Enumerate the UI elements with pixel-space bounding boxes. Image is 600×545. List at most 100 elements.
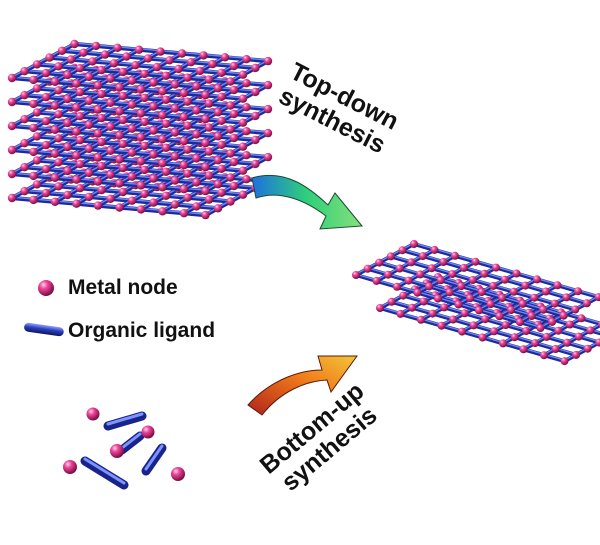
metal-node bbox=[192, 130, 201, 139]
metal-node bbox=[179, 89, 189, 98]
metal-node bbox=[242, 103, 251, 112]
metal-node bbox=[75, 63, 85, 73]
metal-node bbox=[50, 149, 60, 158]
metal-node bbox=[29, 75, 38, 85]
metal-node bbox=[417, 315, 425, 324]
metal-node bbox=[165, 56, 174, 65]
metal-node bbox=[20, 67, 29, 76]
metal-node bbox=[201, 210, 210, 220]
metal-node bbox=[565, 320, 574, 329]
metal-node bbox=[7, 121, 17, 131]
metal-node bbox=[201, 138, 210, 148]
metal-node bbox=[179, 137, 189, 146]
metal-node bbox=[32, 180, 42, 189]
metal-node bbox=[93, 153, 103, 162]
metal-node bbox=[136, 181, 146, 190]
metal-node bbox=[192, 202, 201, 211]
metal-node bbox=[583, 344, 592, 353]
ligand-highlight bbox=[120, 432, 142, 450]
metal-node bbox=[32, 132, 42, 141]
metal-node bbox=[586, 326, 595, 335]
metal-node bbox=[229, 133, 239, 143]
metal-node bbox=[7, 73, 17, 83]
metal-node bbox=[481, 315, 490, 324]
metal-node bbox=[41, 68, 51, 78]
metal-node bbox=[75, 88, 85, 97]
metal-node bbox=[50, 125, 60, 134]
metal-node bbox=[29, 99, 38, 109]
metal-node bbox=[91, 41, 101, 51]
metal-node bbox=[149, 78, 158, 87]
metal-node bbox=[238, 166, 248, 175]
metal-node bbox=[118, 163, 128, 173]
metal-node bbox=[501, 321, 510, 330]
free-metal-node bbox=[86, 407, 100, 421]
metal-node bbox=[553, 281, 562, 290]
metal-node bbox=[88, 57, 97, 66]
metal-node bbox=[84, 120, 94, 130]
metal-node bbox=[457, 282, 466, 291]
metal-node bbox=[477, 288, 486, 297]
legend-organic-ligand-icon bbox=[24, 322, 64, 337]
metal-node bbox=[192, 106, 201, 115]
metal-node bbox=[127, 196, 137, 205]
metal-node bbox=[93, 129, 103, 138]
metal-node bbox=[468, 276, 477, 284]
metal-node bbox=[263, 128, 273, 138]
metal-node bbox=[140, 117, 149, 127]
metal-node bbox=[20, 139, 29, 148]
metal-node bbox=[136, 157, 146, 166]
metal-node bbox=[399, 291, 408, 300]
metal-node bbox=[84, 96, 94, 106]
metal-node bbox=[398, 246, 407, 255]
metal-node bbox=[97, 113, 106, 123]
metal-node bbox=[41, 92, 51, 102]
metal-node bbox=[84, 144, 94, 154]
metal-node bbox=[140, 93, 149, 103]
metal-node bbox=[100, 50, 110, 59]
metal-node bbox=[63, 142, 72, 152]
metal-node bbox=[509, 287, 518, 296]
metal-node bbox=[451, 251, 459, 260]
metal-node bbox=[387, 297, 396, 306]
metal-node bbox=[226, 149, 235, 158]
metal-node bbox=[183, 169, 192, 178]
top-down-arrow bbox=[251, 174, 363, 230]
metal-node bbox=[204, 147, 214, 156]
metal-node bbox=[499, 339, 507, 348]
metal-node bbox=[533, 275, 541, 284]
metal-node bbox=[208, 59, 217, 69]
metal-node bbox=[140, 165, 149, 175]
metal-node bbox=[530, 293, 539, 302]
metal-node bbox=[179, 113, 189, 122]
metal-node bbox=[158, 135, 167, 144]
metal-node bbox=[539, 305, 548, 314]
metal-node bbox=[32, 108, 42, 117]
metal-node bbox=[186, 58, 196, 67]
metal-node bbox=[242, 55, 251, 64]
free-metal-node bbox=[141, 425, 155, 439]
metal-node bbox=[437, 321, 446, 330]
metal-node bbox=[106, 170, 115, 179]
metal-node bbox=[199, 51, 208, 60]
metal-node bbox=[136, 205, 146, 214]
metal-node bbox=[217, 164, 226, 173]
metal-node bbox=[161, 95, 171, 105]
metal-node bbox=[251, 63, 260, 73]
free-metal-node bbox=[63, 460, 77, 474]
metal-node bbox=[7, 145, 17, 155]
metal-node bbox=[149, 102, 158, 111]
metal-node bbox=[115, 179, 124, 188]
metal-node bbox=[251, 135, 260, 145]
metal-node bbox=[213, 204, 223, 213]
metal-node bbox=[106, 74, 115, 84]
metal-node bbox=[582, 299, 591, 308]
metal-node bbox=[72, 127, 81, 136]
metal-node bbox=[41, 164, 51, 174]
metal-node bbox=[510, 333, 519, 342]
free-organic-ligand bbox=[80, 456, 129, 490]
metal-node bbox=[251, 159, 260, 169]
metal-node bbox=[407, 258, 416, 267]
metal-node bbox=[352, 271, 360, 279]
metal-node bbox=[213, 132, 223, 141]
